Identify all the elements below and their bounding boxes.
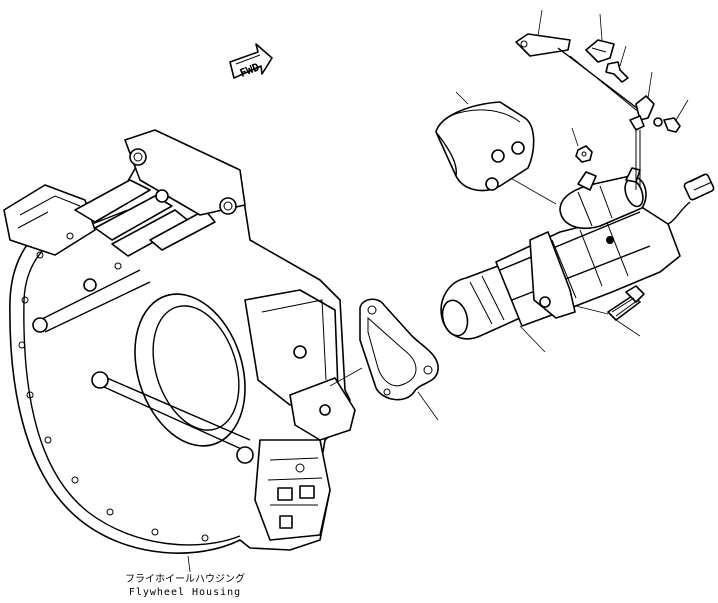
nut bbox=[571, 127, 593, 163]
starter-cover bbox=[435, 91, 535, 192]
fwd-direction-arrow: FWD bbox=[229, 43, 273, 80]
caption-japanese: フライホイールハウジング bbox=[125, 572, 245, 585]
bracket-assembly bbox=[515, 9, 689, 190]
flywheel-housing bbox=[3, 129, 356, 554]
starter-motor bbox=[440, 167, 715, 353]
flywheel-housing-caption: フライホイールハウジング Flywheel Housing bbox=[125, 555, 245, 598]
caption-english: Flywheel Housing bbox=[129, 587, 241, 598]
stud-bolt bbox=[575, 285, 645, 337]
starter-gasket bbox=[329, 298, 439, 421]
